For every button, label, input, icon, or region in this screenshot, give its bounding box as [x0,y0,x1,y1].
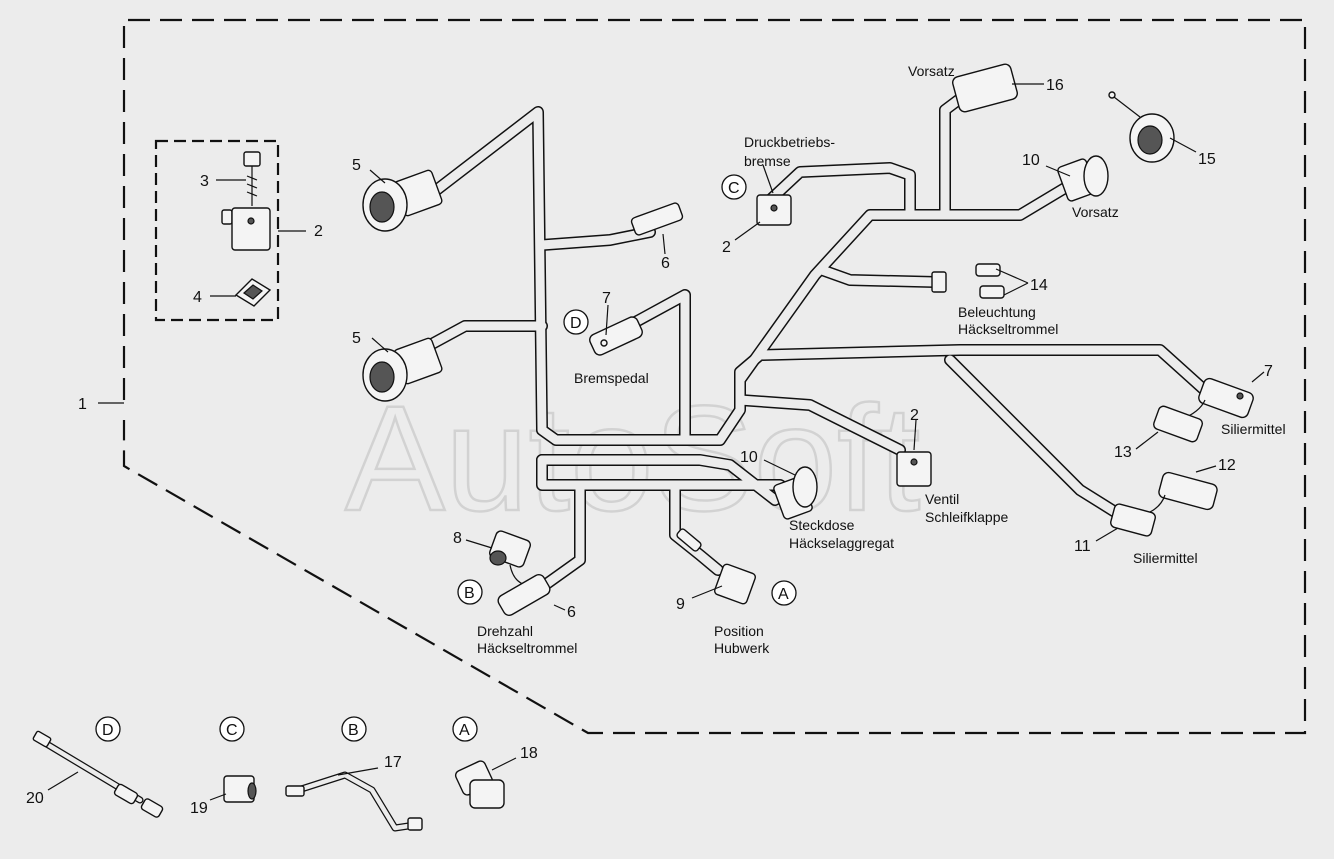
label-druck-2: bremse [744,153,791,169]
label-vorsatz-top: Vorsatz [908,63,955,79]
letter-b-top: B [464,585,475,602]
label-beleuchtung-2: Häckseltrommel [958,321,1058,337]
callout-6-upper: 6 [661,255,670,272]
callout-15: 15 [1198,151,1216,168]
callout-6-lower: 6 [567,604,576,621]
callout-5-upper: 5 [352,157,361,174]
callout-12: 12 [1218,457,1236,474]
callout-10-vorsatz: 10 [1022,152,1040,169]
screw-3 [243,151,261,206]
connector-10-vorsatz [1057,155,1109,202]
label-ventil-2: Schleifklappe [925,509,1008,525]
callout-3: 3 [200,173,209,190]
cable-17 [285,771,423,832]
label-drehzahl-2: Häckseltrommel [477,640,577,656]
label-ventil-1: Ventil [925,491,959,507]
plug-11 [1110,494,1166,537]
callout-16: 16 [1046,77,1064,94]
callout-1: 1 [78,396,87,413]
plug-7-bremspedal [589,316,643,356]
socket-10-haeckselaggregat [773,466,818,520]
label-steckdose-1: Steckdose [789,517,855,533]
label-steckdose-2: Häckselaggregat [789,535,894,551]
label-beleuchtung-1: Beleuchtung [958,304,1036,320]
letter-a-top: A [778,586,789,603]
connector-16-vorsatz [952,63,1018,113]
valve-2-schleifklappe [896,451,932,487]
letter-d-bottom: D [102,722,114,739]
label-position-1: Position [714,623,764,639]
plug-12 [1158,471,1218,511]
gasket-4 [234,278,272,307]
callout-4: 4 [193,289,202,306]
leader-lines [47,83,1265,801]
callout-5-lower: 5 [352,330,361,347]
sensor-8 [489,530,541,587]
letter-c-bottom: C [226,722,238,739]
sensor-18 [454,760,505,809]
callout-18: 18 [520,745,538,762]
detail-box [154,139,280,322]
callout-2-druck: 2 [722,239,731,256]
callout-17: 17 [384,754,402,771]
callout-13: 13 [1114,444,1132,461]
label-vorsatz-right: Vorsatz [1072,204,1119,220]
callout-9: 9 [676,596,685,613]
sensor-9-hubwerk [676,528,757,605]
plug-7-siliermittel [1198,377,1254,419]
callout-2-detail: 2 [314,223,323,240]
letter-b-bottom: B [348,722,359,739]
letter-c-top: C [728,180,740,197]
callout-14: 14 [1030,277,1048,294]
callout-11: 11 [1074,538,1091,555]
cap-15 [1108,91,1175,163]
label-siliermittel-1: Siliermittel [1221,421,1286,437]
text-labels: Vorsatz Druckbetriebs- bremse Vorsatz Be… [477,63,1286,656]
label-drehzahl-1: Drehzahl [477,623,533,639]
label-druck-1: Druckbetriebs- [744,134,835,150]
plug-13 [1152,399,1206,443]
round-connector-5-lower [362,337,443,402]
socket-19 [223,775,257,803]
callout-20: 20 [26,790,44,807]
label-position-2: Hubwerk [714,640,770,656]
letter-a-bottom: A [459,722,470,739]
callout-2-ventil: 2 [910,407,919,424]
valve-2-druckbetriebsbremse [756,194,792,226]
round-connector-5-upper [362,169,443,232]
label-siliermittel-2: Siliermittel [1133,550,1198,566]
reference-letters: C D B A D C B A [95,174,797,742]
plug-6-lower [497,573,551,617]
plug-6-upper [630,202,684,236]
label-bremspedal: Bremspedal [574,370,649,386]
cable-20 [32,730,164,818]
callout-7-siliermittel: 7 [1264,363,1273,380]
valve-2-detail [221,207,271,251]
callout-8: 8 [453,530,462,547]
callout-10-steckdose: 10 [740,449,758,466]
lamp-connectors-14 [931,263,1005,299]
callout-19: 19 [190,800,208,817]
letter-d-top: D [570,315,582,332]
assembly-boundary [122,18,1307,735]
callout-7-bremspedal: 7 [602,290,611,307]
callout-numbers: 1 3 2 4 5 5 6 7 2 16 10 15 14 7 13 12 11… [26,77,1273,817]
